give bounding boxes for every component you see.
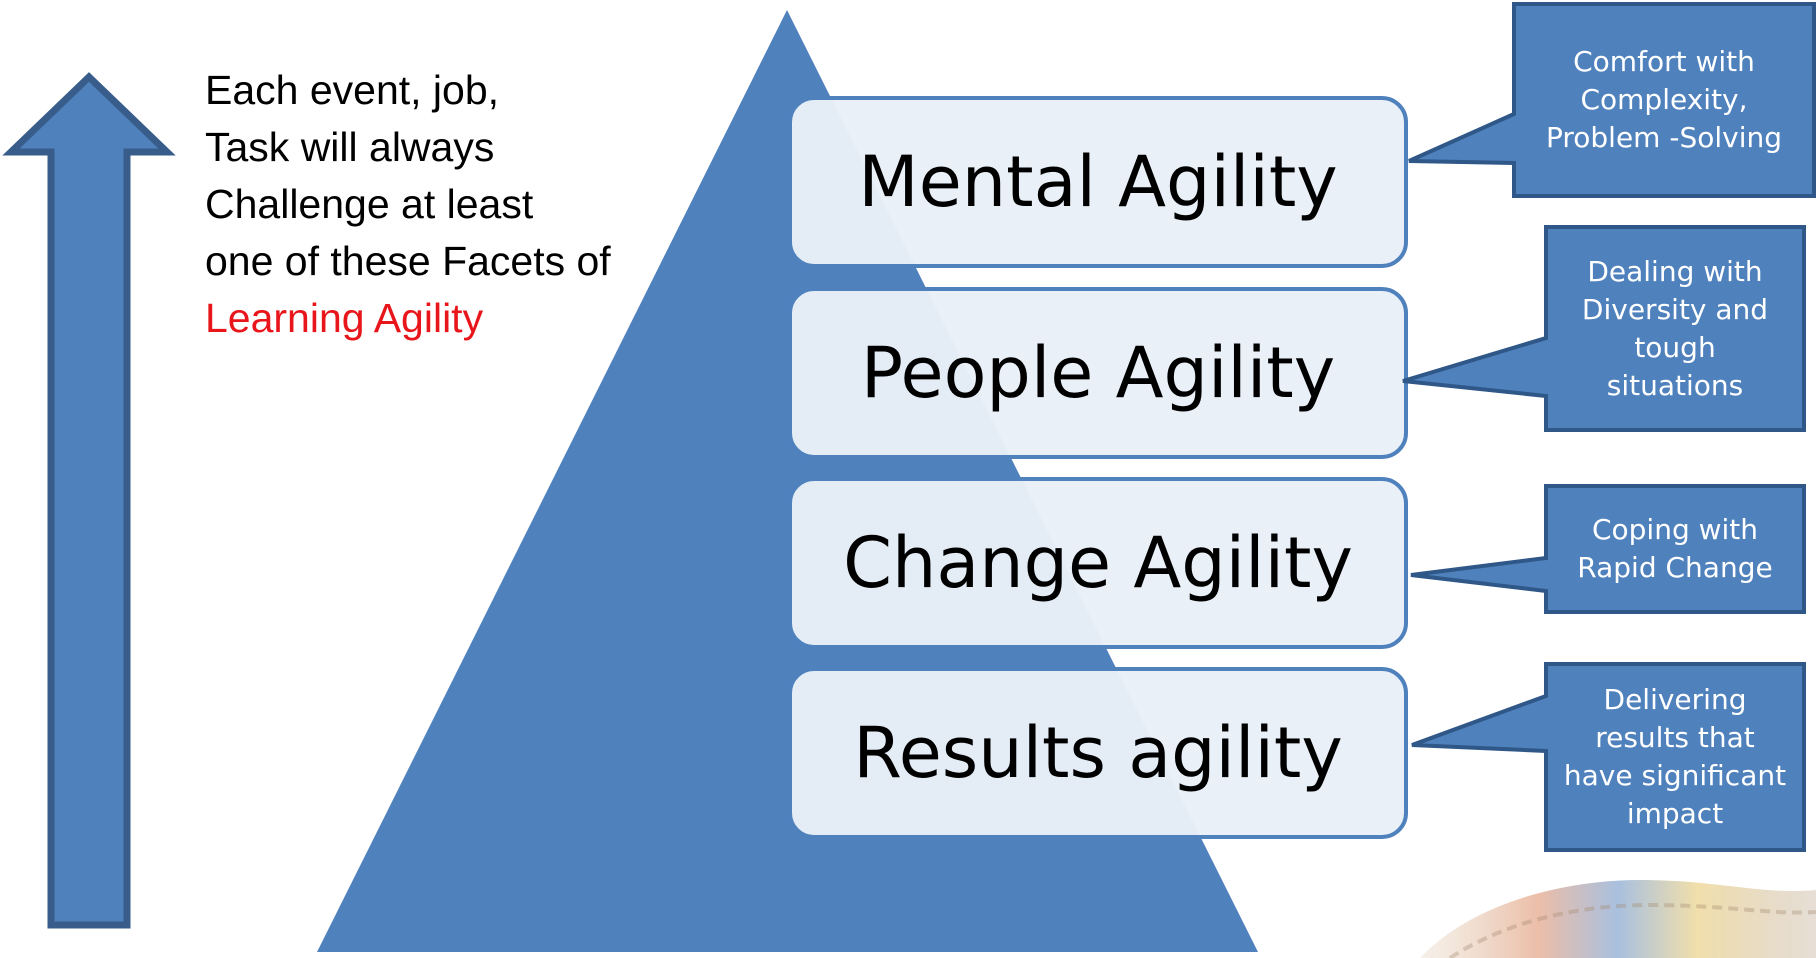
intro-text: Each event, job, Task will always Challe…: [205, 62, 675, 347]
callout-line: impact: [1626, 797, 1724, 830]
callout-line: situations: [1606, 368, 1744, 402]
callout-line: Rapid Change: [1577, 551, 1773, 584]
callout-line: Diversity and: [1581, 292, 1769, 326]
callout-line: tough: [1634, 330, 1716, 364]
callout-line: Complexity,: [1580, 83, 1748, 116]
intro-line: one of these Facets of: [205, 238, 611, 284]
facet-box-people: [788, 287, 1408, 459]
callout-line: Delivering: [1603, 683, 1747, 716]
facet-label-mental: Mental Agility: [858, 141, 1338, 223]
facet-label-change: Change Agility: [843, 522, 1353, 604]
facet-box-results: [788, 667, 1408, 839]
callout-line: Problem -Solving: [1545, 121, 1783, 154]
callout-shape-results: [1411, 662, 1806, 852]
facet-box-change: [788, 477, 1408, 649]
facet-box-mental: [788, 96, 1408, 268]
intro-line: Each event, job,: [205, 67, 500, 113]
callout-line: Dealing with: [1587, 254, 1763, 288]
facet-label-results: Results agility: [853, 712, 1343, 794]
callout-shape-people: [1402, 225, 1806, 432]
up-arrow-icon: [2, 72, 176, 929]
intro-highlight: Learning Agility: [205, 295, 484, 341]
callout-line: Coping with: [1591, 513, 1759, 546]
callout-shape-mental: [1408, 2, 1816, 198]
facet-label-people: People Agility: [860, 332, 1336, 414]
callout-people: Dealing with Diversity and tough situati…: [1548, 229, 1802, 428]
decorative-rope-image: [1420, 880, 1816, 958]
callout-line: have significant: [1563, 759, 1787, 792]
callout-line: results that: [1595, 721, 1755, 754]
callout-mental: Comfort with Complexity, Problem -Solvin…: [1516, 6, 1812, 194]
callout-change: Coping with Rapid Change: [1548, 488, 1802, 610]
intro-line: Challenge at least: [205, 181, 534, 227]
callout-results: Delivering results that have significant…: [1548, 666, 1802, 848]
callout-shape-change: [1410, 484, 1806, 614]
callout-line: Comfort with: [1573, 45, 1755, 78]
intro-line: Task will always: [205, 124, 495, 170]
